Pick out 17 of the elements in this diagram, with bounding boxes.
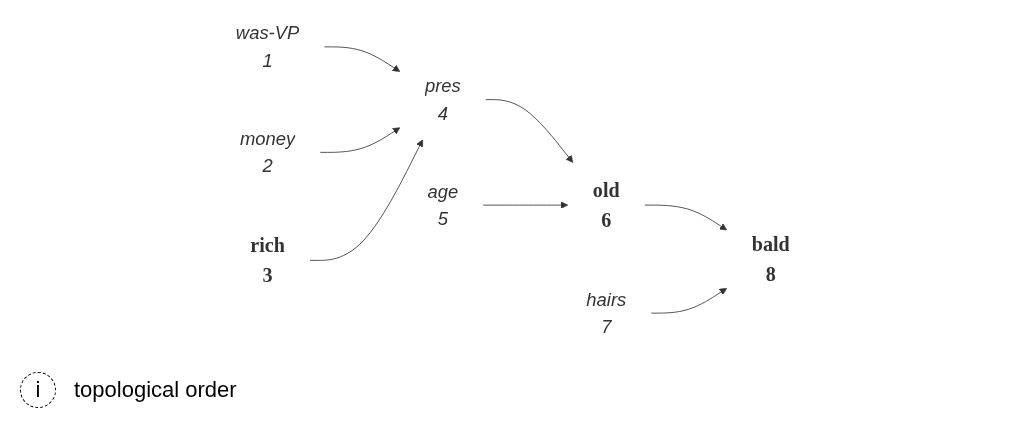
node-label: 8 bbox=[765, 263, 776, 286]
node-label: 5 bbox=[437, 208, 449, 230]
node-text: old bbox=[593, 179, 620, 201]
node-text: age bbox=[427, 180, 459, 202]
node-label: 3 bbox=[262, 264, 273, 287]
node-label: 4 bbox=[437, 102, 449, 124]
node-label: 1 bbox=[262, 50, 273, 72]
node-text: money bbox=[240, 128, 296, 150]
node-label: 2 bbox=[262, 155, 273, 177]
node-text: was-VP bbox=[236, 22, 300, 44]
legend-text: topological order bbox=[74, 377, 237, 403]
node-text: pres bbox=[425, 75, 461, 97]
node-label: 7 bbox=[601, 316, 612, 338]
node-text: hairs bbox=[586, 288, 627, 310]
node-label: 6 bbox=[601, 209, 612, 232]
node-text: rich bbox=[250, 234, 286, 257]
node-text: bald bbox=[751, 233, 790, 255]
